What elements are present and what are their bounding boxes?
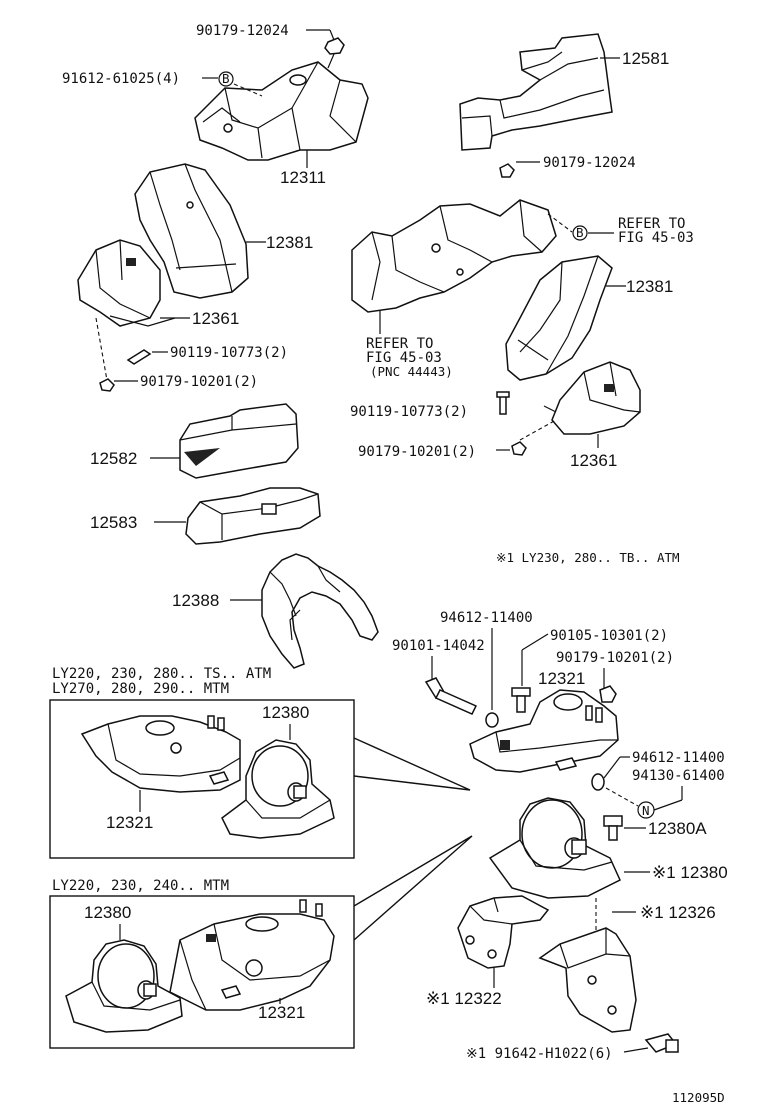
part-12321-main-bracket[interactable]	[469, 689, 619, 773]
part-12381-right-insulator[interactable]	[505, 255, 613, 381]
label-12388: 12388	[172, 591, 219, 610]
dashed-leader	[547, 213, 573, 233]
leader-line	[521, 633, 549, 651]
label-90179-10201-right: 90179-10201(2)	[358, 444, 476, 460]
label-12321-insetA: 12321	[106, 813, 153, 832]
inset-box-variant-a	[49, 699, 355, 859]
label-refer-left-3: (PNC 44443)	[370, 364, 453, 379]
bolt-12380A[interactable]	[603, 815, 623, 841]
label-91612-61025: 91612-61025(4)	[62, 71, 180, 87]
nut-90179-10201-right[interactable]	[511, 441, 527, 456]
label-12361-right: 12361	[570, 451, 617, 470]
label-90179-12024-top: 90179-12024	[196, 23, 289, 39]
label-12380-main: ※1 12380	[652, 863, 728, 882]
callout-b-right	[572, 225, 588, 241]
part-12321-insetB-bracket[interactable]	[169, 899, 335, 1011]
leader-line	[653, 799, 683, 811]
label-94612-11400-bottom: 94612-11400	[632, 750, 725, 766]
part-12326-bracket[interactable]	[538, 927, 637, 1033]
callout-b-right-letter: B	[576, 225, 584, 240]
label-12321-insetB: 12321	[258, 1003, 305, 1022]
label-12322: ※1 12322	[426, 989, 502, 1008]
label-refer-right-2: FIG 45-03	[618, 230, 694, 246]
leader-line	[623, 1047, 649, 1053]
bolt-90101-14042[interactable]	[424, 677, 478, 715]
transmission-housing-reference	[351, 199, 557, 313]
label-variant-a-line1: LY220, 230, 280.. TS.. ATM	[52, 666, 271, 682]
part-12311-bracket[interactable]	[194, 61, 369, 161]
part-12361-left-mount[interactable]	[77, 239, 176, 327]
label-refer-left-1: REFER TO	[366, 336, 433, 352]
label-12380A: 12380A	[648, 819, 707, 838]
part-12380-main-insulator[interactable]	[488, 797, 621, 899]
label-94130-61400: 94130-61400	[632, 768, 725, 784]
label-12326: ※1 12326	[640, 903, 716, 922]
bolt-90119-10773-right[interactable]	[496, 391, 510, 415]
part-12388-heat-shield[interactable]	[261, 553, 379, 669]
part-12583-base[interactable]	[185, 487, 321, 545]
label-12581: 12581	[622, 49, 669, 68]
leader-line	[603, 756, 621, 779]
dashed-leader	[233, 83, 263, 97]
part-12582-cover[interactable]	[179, 403, 299, 479]
part-12380-insetB-insulator[interactable]	[65, 939, 183, 1033]
label-12380-insetA: 12380	[262, 703, 309, 722]
note-ly230-applicability: ※1 LY230, 280.. TB.. ATM	[496, 550, 680, 565]
leader-line	[327, 53, 335, 69]
label-12381-left: 12381	[266, 233, 313, 252]
label-90179-10201-mid: 90179-10201(2)	[556, 650, 674, 666]
label-12381-right: 12381	[626, 277, 673, 296]
callout-n-letter: N	[642, 803, 650, 818]
label-variant-b: LY220, 230, 240.. MTM	[52, 878, 229, 894]
label-91642-H1022: ※1 91642-H1022(6)	[466, 1046, 613, 1062]
nut-90179-12024-mid[interactable]	[499, 163, 515, 178]
label-12311: 12311	[280, 168, 326, 187]
part-12361-right-mount[interactable]	[543, 361, 641, 435]
label-90119-right: 90119-10773(2)	[350, 404, 468, 420]
callout-n	[637, 801, 655, 819]
part-12322-bracket[interactable]	[457, 895, 550, 969]
part-12321-insetA-bracket[interactable]	[80, 715, 241, 793]
nut-90179-10201-left[interactable]	[99, 378, 115, 392]
nut-90179-10201-mid[interactable]	[599, 685, 617, 703]
label-12583: 12583	[90, 513, 137, 532]
inset-box-variant-b	[49, 895, 355, 1049]
label-variant-a-line2: LY270, 280, 290.. MTM	[52, 681, 229, 697]
dashed-leader	[95, 317, 109, 387]
leader-line	[329, 29, 335, 41]
label-90179-10201-left: 90179-10201(2)	[140, 374, 258, 390]
part-12581-plate[interactable]	[459, 33, 613, 151]
label-12321-main: 12321	[538, 669, 585, 688]
washer-94612-11400-top[interactable]	[485, 712, 499, 728]
part-12381-left-insulator[interactable]	[134, 163, 249, 299]
label-12380-insetB: 12380	[84, 903, 131, 922]
label-12582: 12582	[90, 449, 137, 468]
label-90179-12024-mid: 90179-12024	[543, 155, 636, 171]
dashed-leader	[519, 419, 557, 441]
label-90105-10301: 90105-10301(2)	[550, 628, 668, 644]
nut-90179-12024-top[interactable]	[324, 37, 345, 55]
bolt-90105-10301[interactable]	[511, 687, 531, 713]
label-90119-left: 90119-10773(2)	[170, 345, 288, 361]
callout-b-top-letter: B	[222, 71, 230, 86]
figure-code: 112095D	[672, 1090, 725, 1105]
inset-pointer-a	[353, 737, 471, 791]
washer-94612-11400-bottom[interactable]	[591, 773, 605, 791]
part-12380-insetA-insulator[interactable]	[221, 739, 335, 839]
label-refer-left-2: FIG 45-03	[366, 350, 442, 366]
label-94612-11400-top: 94612-11400	[440, 610, 533, 626]
dashed-leader	[605, 787, 639, 807]
label-90101-14042: 90101-14042	[392, 638, 485, 654]
bolt-91642-H1022[interactable]	[644, 1033, 679, 1053]
label-refer-right-1: REFER TO	[618, 216, 685, 232]
inset-pointer-b	[353, 835, 473, 941]
label-12361-left: 12361	[192, 309, 239, 328]
callout-b-top	[218, 71, 234, 87]
bolt-90119-10773-left[interactable]	[126, 349, 152, 365]
